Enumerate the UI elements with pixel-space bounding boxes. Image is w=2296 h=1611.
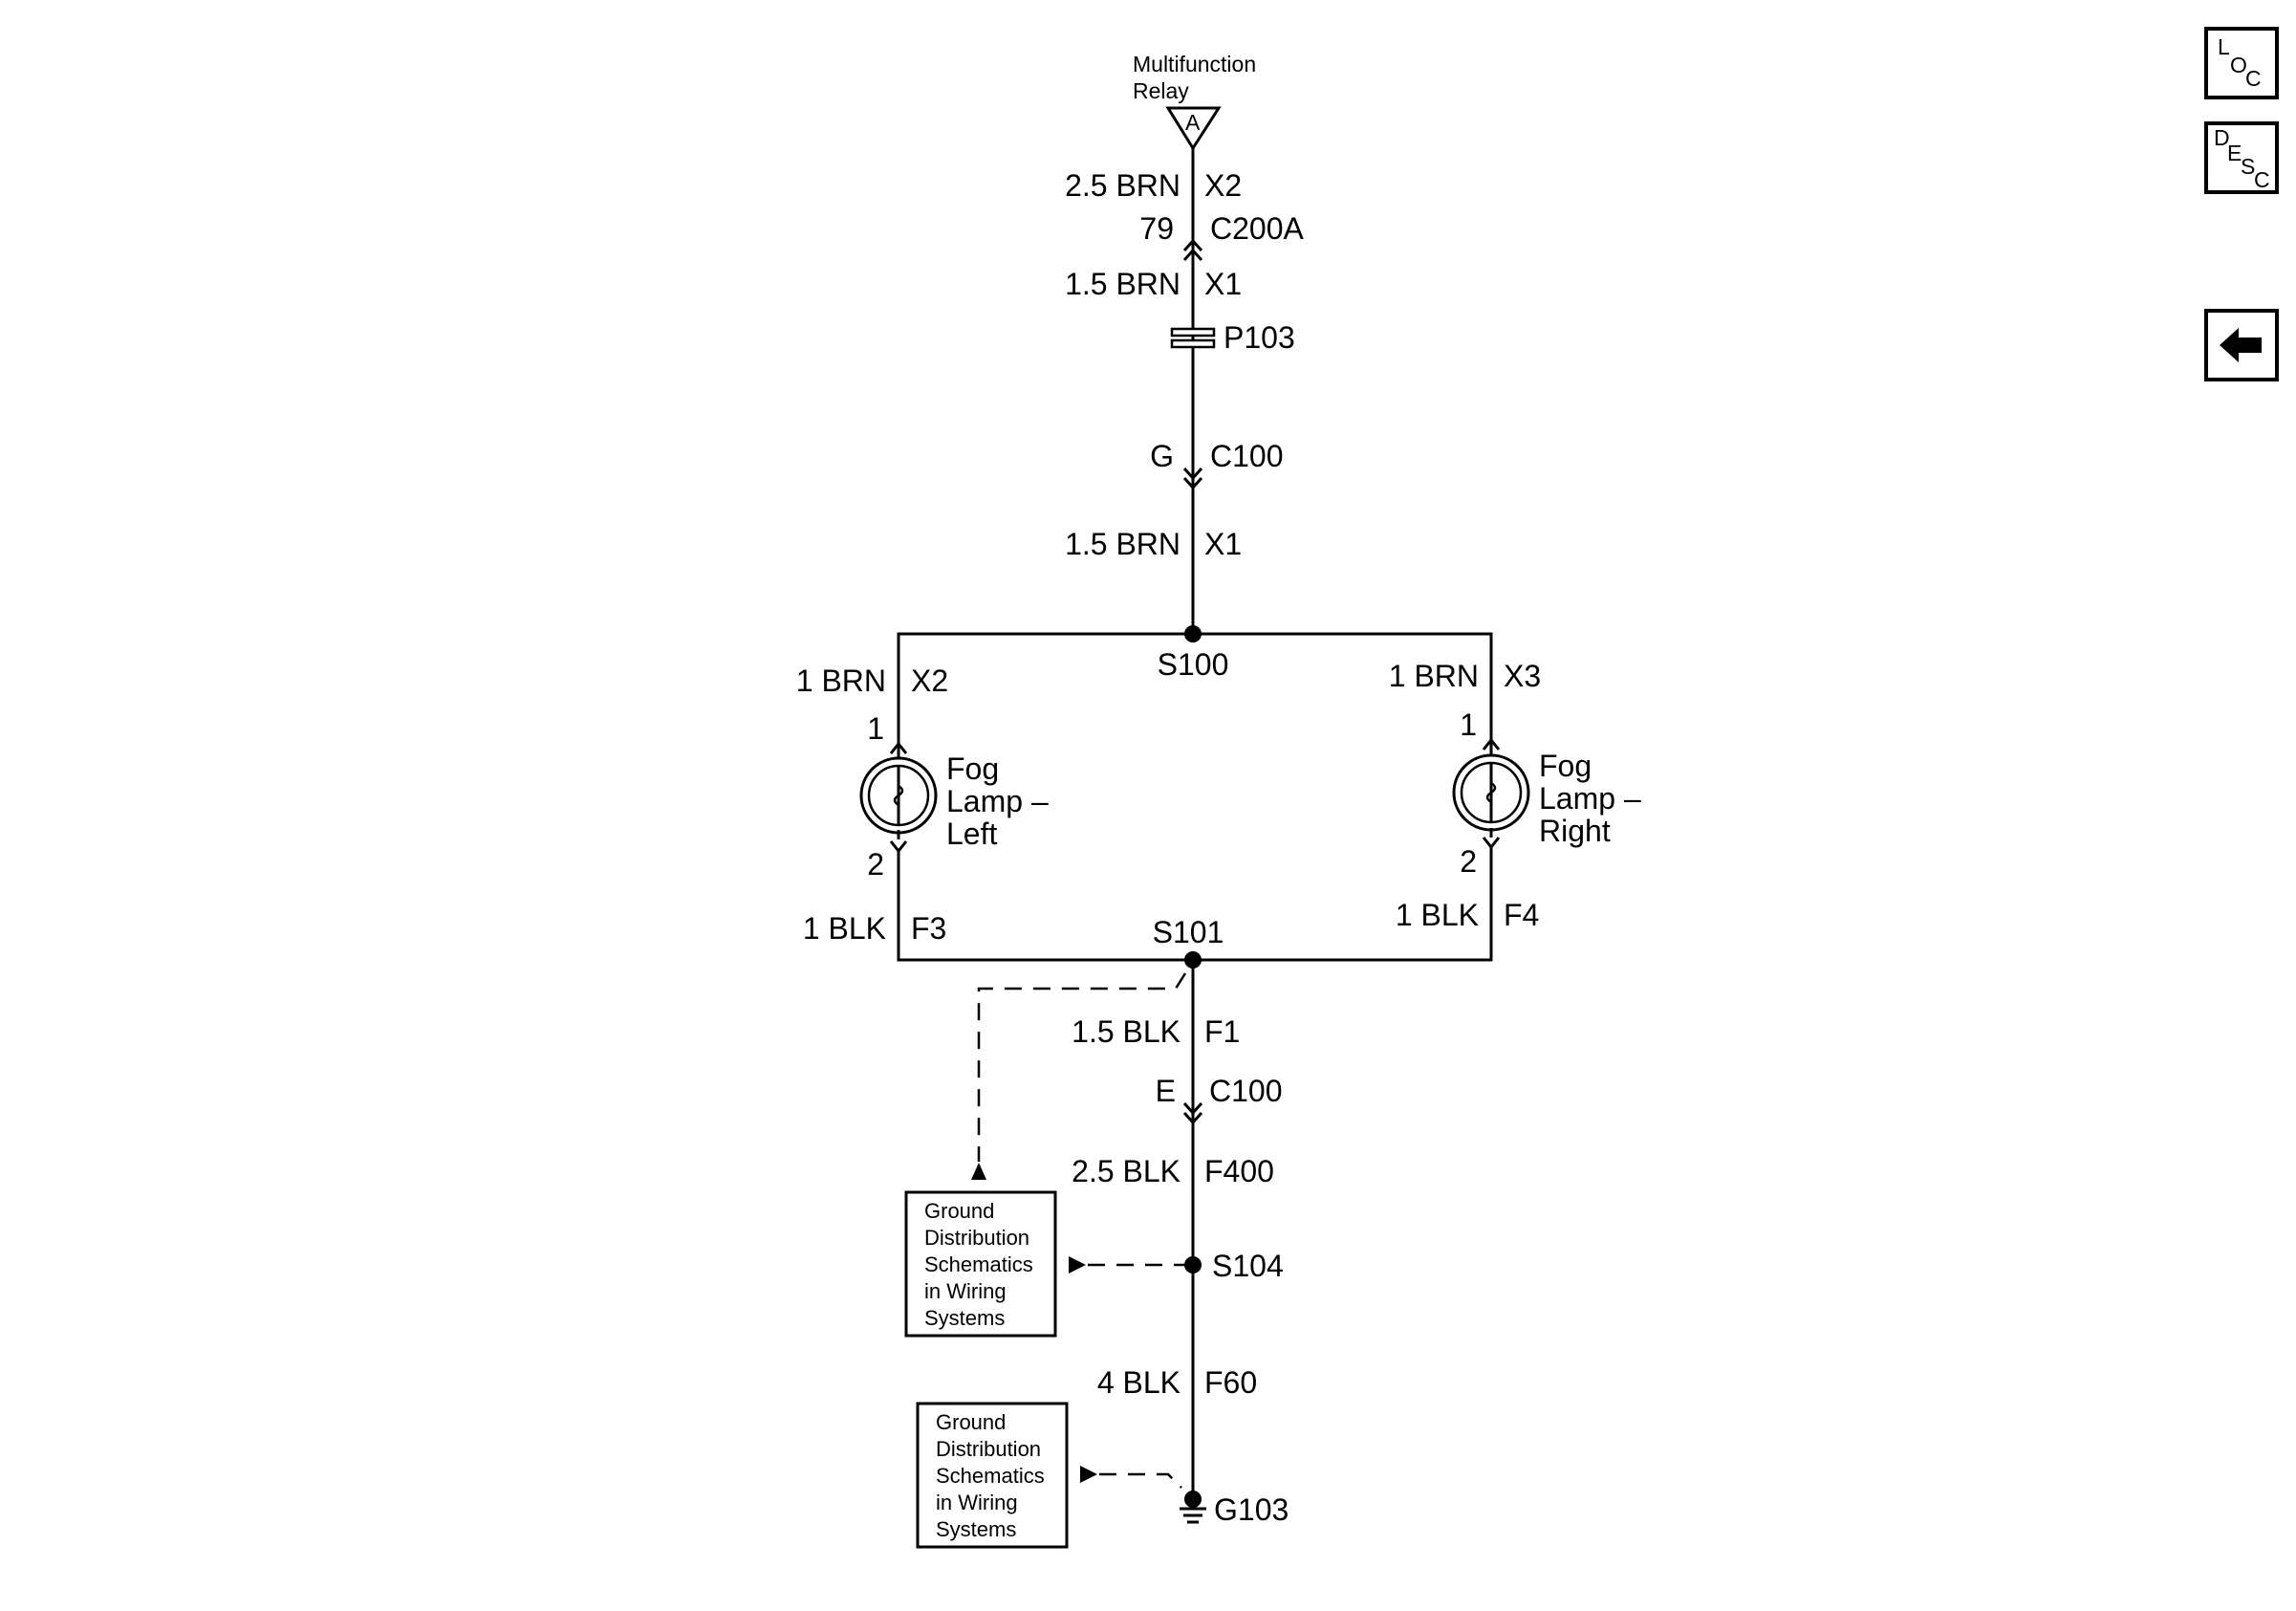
wire-gauge-f60: 4 BLK <box>1097 1365 1180 1400</box>
ref-arrow-s104 <box>1069 1256 1086 1274</box>
ground-label-g103: G103 <box>1214 1492 1289 1527</box>
connector-pin-c200a: 79 <box>1139 211 1174 246</box>
desc-button-letter-2: E <box>2227 141 2242 165</box>
wire-circuit-right-f4: F4 <box>1504 898 1539 932</box>
relay-label-line1: Multifunction <box>1133 52 1256 76</box>
wire-gauge-relay: 2.5 BRN <box>1065 168 1180 203</box>
desc-button[interactable]: D E S C <box>2204 121 2279 194</box>
wire-circuit-left-x2: X2 <box>911 664 948 698</box>
fog-lamp-right-label-2: Lamp – <box>1539 781 1641 816</box>
ref-box-1-line1: Ground <box>924 1199 994 1223</box>
desc-button-letter-4: C <box>2254 167 2270 192</box>
connector-name-c100-top: C100 <box>1210 439 1284 473</box>
multifunction-relay-connector: Multifunction Relay A <box>1133 52 1256 151</box>
fog-lamp-left-label-3: Left <box>946 816 997 851</box>
fog-lamp-right-pin2: 2 <box>1460 844 1477 879</box>
wire-gauge-top-x1: 1.5 BRN <box>1065 267 1180 301</box>
ref-arrow-s101 <box>971 1163 986 1180</box>
fog-lamp-right-pin1: 1 <box>1460 708 1477 742</box>
splice-label-s104: S104 <box>1212 1249 1284 1283</box>
fog-lamp-left-label-2: Lamp – <box>946 784 1049 818</box>
wire-circuit-relay: X2 <box>1204 168 1242 203</box>
ref-box-1-line2: Distribution <box>924 1226 1029 1250</box>
connector-name-c100-bottom: C100 <box>1209 1074 1283 1108</box>
fog-lamp-left-pin2: 2 <box>867 847 884 882</box>
wire-gauge-left-x2: 1 BRN <box>796 664 886 698</box>
wire-circuit-mid-x1: X1 <box>1204 527 1242 561</box>
back-button[interactable] <box>2204 309 2279 381</box>
ref-box-2-line4: in Wiring <box>936 1491 1018 1514</box>
fog-lamp-left <box>859 741 938 854</box>
dashed-ref-s101 <box>977 972 1187 1162</box>
ground-g103 <box>1180 1491 1206 1524</box>
loc-button-letter-2: O <box>2230 53 2247 77</box>
desc-button-letter-1: D <box>2214 125 2230 150</box>
splice-s100-dot <box>1184 625 1202 642</box>
connector-c100-bottom <box>1182 1101 1203 1125</box>
ref-arrow-g103 <box>1080 1466 1097 1483</box>
connector-pin-c100-bottom: E <box>1156 1074 1176 1108</box>
connector-pin-c100-top: G <box>1150 439 1174 473</box>
desc-button-letter-3: S <box>2241 154 2255 179</box>
wire-gauge-f400: 2.5 BLK <box>1072 1154 1180 1188</box>
back-arrow-icon <box>2220 328 2262 362</box>
wire-circuit-top-x1: X1 <box>1204 267 1242 301</box>
fog-lamp-left-pin1: 1 <box>867 711 884 746</box>
splice-s104-dot <box>1184 1256 1202 1274</box>
relay-connector-letter: A <box>1185 110 1201 135</box>
ref-box-2-line1: Ground <box>936 1410 1006 1434</box>
fog-lamp-right-label-3: Right <box>1539 814 1611 848</box>
wire-circuit-f60: F60 <box>1204 1365 1257 1400</box>
splice-label-s100: S100 <box>1158 647 1229 682</box>
ref-box-1-line5: Systems <box>924 1306 1005 1330</box>
splice-label-s101: S101 <box>1153 915 1224 949</box>
loc-button[interactable]: L O C <box>2204 27 2279 99</box>
ref-box-2-line2: Distribution <box>936 1437 1041 1461</box>
wire-gauge-left-f3: 1 BLK <box>803 911 886 946</box>
wire-circuit-f400: F400 <box>1204 1154 1274 1188</box>
fog-lamp-right-label-1: Fog <box>1539 749 1592 783</box>
dashed-ref-g103 <box>1099 1472 1182 1489</box>
ref-box-ground-distribution-2[interactable]: Ground Distribution Schematics in Wiring… <box>916 1402 1069 1549</box>
relay-label-line2: Relay <box>1133 78 1189 103</box>
connector-c100-top <box>1182 467 1203 490</box>
connector-name-c200a: C200A <box>1210 211 1305 246</box>
connector-c200a <box>1182 238 1203 262</box>
pass-through-label-p103: P103 <box>1224 320 1295 355</box>
wire-circuit-right-x3: X3 <box>1504 659 1541 693</box>
ref-box-1-line4: in Wiring <box>924 1279 1007 1303</box>
wire-circuit-f1: F1 <box>1204 1014 1240 1049</box>
ref-box-2-line5: Systems <box>936 1517 1016 1541</box>
loc-button-letter-3: C <box>2245 66 2262 91</box>
fog-lamp-left-label-1: Fog <box>946 751 999 786</box>
wire-circuit-left-f3: F3 <box>911 911 946 946</box>
wire-gauge-right-f4: 1 BLK <box>1396 898 1479 932</box>
fog-lamp-right <box>1452 737 1530 850</box>
pass-through-p103 <box>1170 327 1216 349</box>
ref-box-1-line3: Schematics <box>924 1252 1033 1276</box>
wire-gauge-mid-x1: 1.5 BRN <box>1065 527 1180 561</box>
loc-button-letter-1: L <box>2218 34 2230 59</box>
wire-gauge-right-x3: 1 BRN <box>1389 659 1479 693</box>
ref-box-2-line3: Schematics <box>936 1464 1045 1488</box>
ref-box-ground-distribution-1[interactable]: Ground Distribution Schematics in Wiring… <box>904 1190 1057 1338</box>
wire-gauge-f1: 1.5 BLK <box>1072 1014 1180 1049</box>
